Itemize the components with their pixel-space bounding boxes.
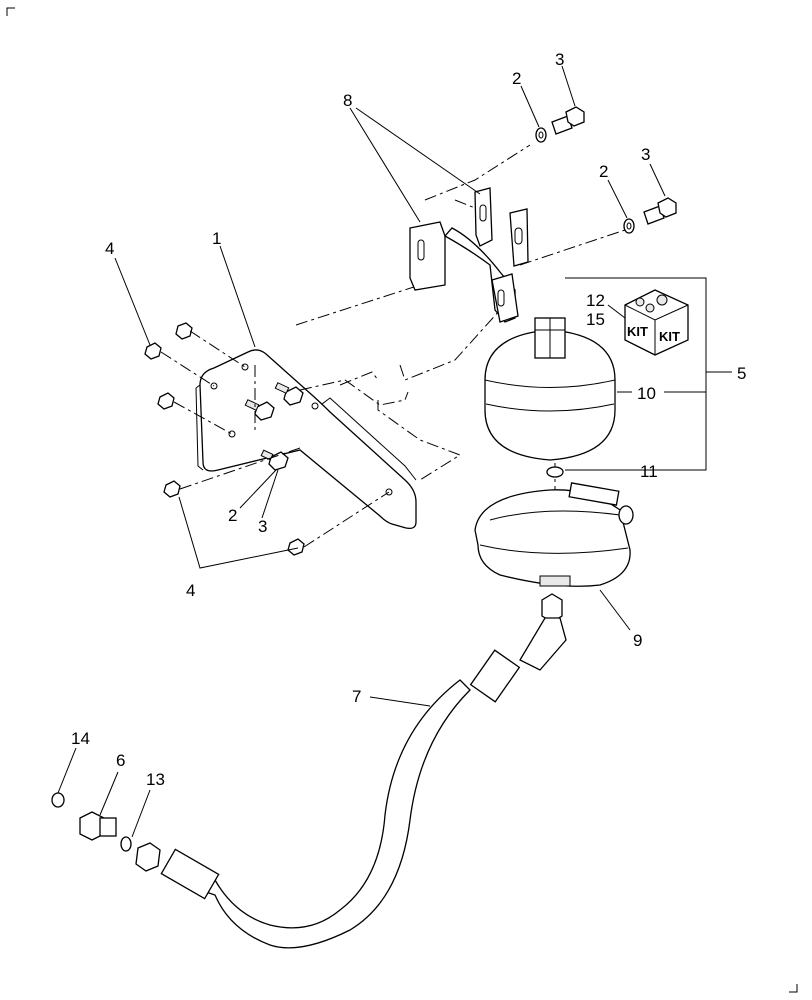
callout-15: 15 (586, 310, 605, 329)
kit-box: KIT KIT (624, 289, 689, 356)
washer-bolt-upper (535, 106, 585, 143)
callout-5: 5 (737, 364, 746, 383)
mounting-bracket-plate (195, 349, 417, 530)
callout-6: 6 (116, 751, 125, 770)
corner-mark-bottom-right (789, 984, 798, 993)
callout-4-upper: 4 (105, 239, 114, 258)
leader-lines (57, 65, 732, 838)
callout-9: 9 (633, 631, 642, 650)
callout-8: 8 (343, 91, 352, 110)
callout-2-bracket: 2 (228, 506, 237, 525)
callout-3-bracket: 3 (258, 517, 267, 536)
corner-mark-top-left (6, 7, 15, 16)
callout-2-lower: 2 (599, 162, 608, 181)
callout-4-lower: 4 (186, 581, 195, 600)
accumulator-sphere (484, 317, 616, 478)
callout-11: 11 (640, 462, 658, 481)
mounting-clips (409, 187, 529, 323)
callout-13: 13 (146, 770, 165, 789)
callout-7: 7 (352, 687, 361, 706)
callout-10: 10 (637, 384, 656, 403)
callout-1: 1 (212, 229, 221, 248)
callout-3-lower: 3 (641, 145, 650, 164)
fitting-and-orings (51, 792, 132, 852)
callout-numbers: 1 4 2 3 4 8 2 3 2 3 12 15 5 10 11 9 7 14… (71, 50, 746, 789)
callout-14: 14 (71, 729, 90, 748)
band-clamp (474, 482, 634, 587)
hydraulic-hose (135, 593, 567, 949)
hex-nuts (144, 322, 305, 556)
callout-12: 12 (586, 291, 605, 310)
kit-label-right: KIT (659, 329, 680, 344)
callout-3-upper: 3 (555, 50, 564, 69)
washer-bolt-lower (623, 197, 677, 234)
kit-label-left: KIT (627, 324, 648, 339)
callout-2-upper: 2 (512, 69, 521, 88)
